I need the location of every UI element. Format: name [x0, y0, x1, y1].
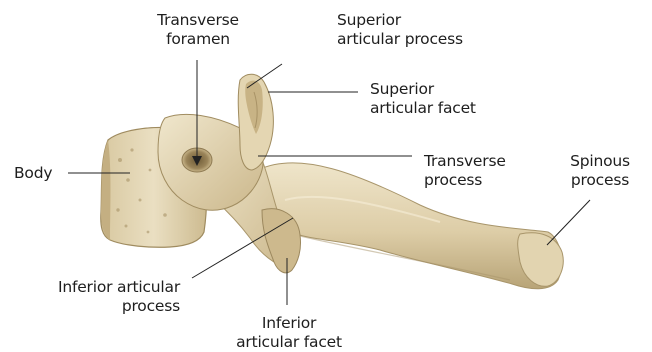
label-body: Body	[14, 164, 52, 183]
spinous-process-shape	[258, 163, 562, 289]
label-transverse-process: Transverse process	[424, 152, 506, 190]
leader-spinous-process	[547, 200, 590, 245]
label-superior-articular-process: Superior articular process	[337, 11, 463, 49]
label-inferior-articular-facet: Inferior articular facet	[224, 314, 354, 352]
label-spinous-process: Spinous process	[560, 152, 640, 190]
body-endplate-shape	[101, 140, 111, 240]
label-transverse-foramen: Transverse foramen	[143, 11, 253, 49]
label-inferior-articular-process: Inferior articular process	[14, 278, 180, 316]
label-superior-articular-facet: Superior articular facet	[370, 80, 476, 118]
